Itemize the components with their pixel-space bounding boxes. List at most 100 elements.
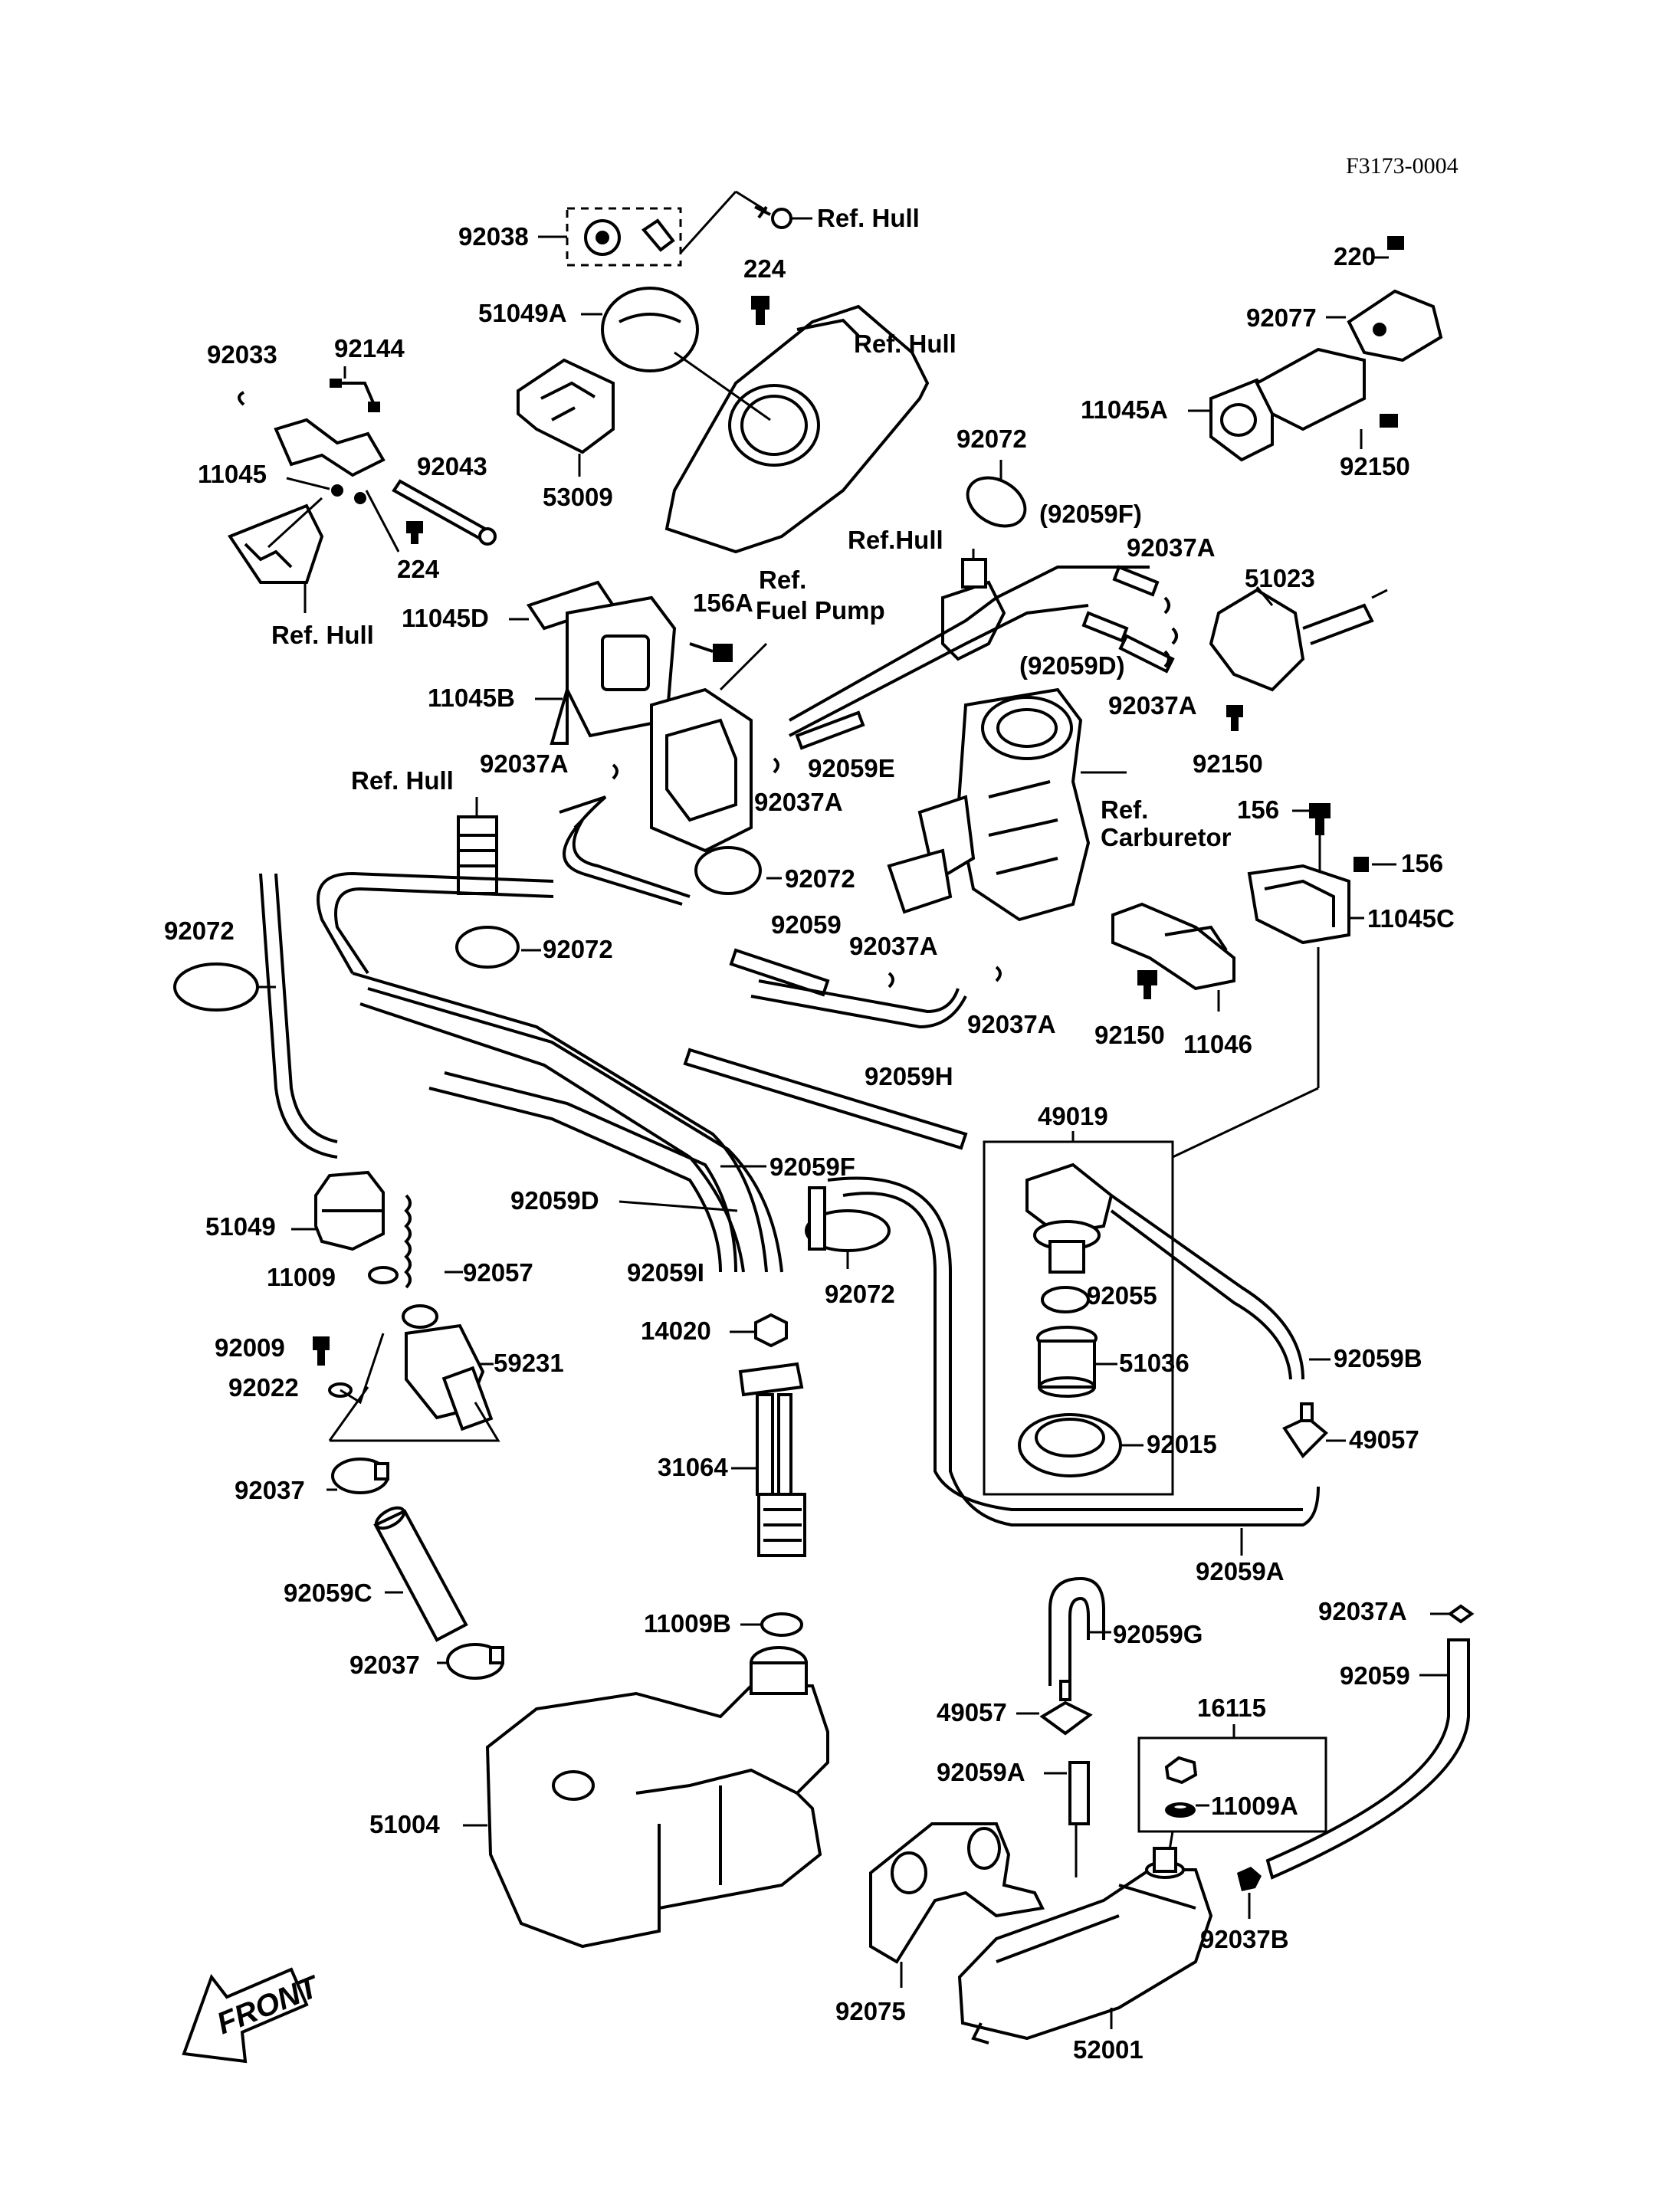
screw-ref-hull-top — [754, 205, 812, 229]
part-51023-pump — [1209, 586, 1388, 692]
label-11045C: 11045C — [1367, 904, 1455, 933]
label-156-a: 156 — [1237, 795, 1279, 824]
clip-92037A-d — [773, 757, 779, 774]
label-92037A-f: 92037A — [967, 1010, 1056, 1038]
hose-92059A-loop — [827, 1176, 1320, 1526]
hose-long-top-1 — [789, 566, 1150, 722]
clamp-92072-e — [805, 1186, 891, 1269]
diagram-code: F3173-0004 — [1346, 153, 1459, 179]
label-92022: 92022 — [228, 1373, 299, 1402]
hose-92059H — [683, 1048, 968, 1150]
label-59231: 59231 — [494, 1349, 564, 1377]
hose-left-vertical — [259, 873, 338, 1159]
label-ref-hull-d: Ref.Hull — [848, 526, 943, 554]
hose-bundle-1 — [352, 972, 768, 1273]
label-92059: 92059 — [771, 910, 842, 939]
rod-92043 — [392, 479, 497, 546]
label-51036: 51036 — [1119, 1349, 1189, 1377]
label-53009: 53009 — [543, 483, 613, 511]
label-51023: 51023 — [1245, 564, 1315, 592]
label-92059I: 92059I — [627, 1258, 704, 1287]
label-49057-b: 49057 — [937, 1698, 1007, 1726]
label-92059D-paren: (92059D) — [1019, 651, 1125, 680]
label-92043: 92043 — [417, 452, 487, 480]
label-224-a: 224 — [743, 254, 786, 283]
clamp-92072-a — [966, 460, 1027, 528]
label-92144: 92144 — [334, 334, 405, 362]
label-92037A-e: 92037A — [849, 932, 938, 960]
hose-92059B — [1110, 1194, 1304, 1380]
oring-11009B — [740, 1612, 803, 1637]
hose-fittings-center-top — [1081, 565, 1178, 674]
part-52001-reservoir — [957, 1847, 1213, 2045]
label-92150-a: 92150 — [1340, 452, 1410, 480]
label-156-b: 156 — [1401, 849, 1443, 877]
label-92072-e: 92072 — [825, 1280, 895, 1308]
label-92037A-d: 92037A — [754, 788, 843, 816]
part-11045-bracket — [227, 418, 400, 613]
label-92038: 92038 — [458, 222, 529, 251]
screw-224-a — [751, 296, 769, 325]
clamp-92072-b — [694, 846, 782, 895]
part-49019-filter-head — [1025, 1162, 1114, 1274]
label-11045D: 11045D — [402, 604, 489, 632]
part-51004-tank — [463, 1646, 829, 1949]
hose-92059C-end — [374, 1506, 406, 1530]
hose-bundle-4 — [428, 1087, 722, 1273]
screw-156A — [689, 642, 733, 662]
label-92037A-g: 92037A — [1318, 1597, 1407, 1625]
box-49019 — [983, 1140, 1174, 1496]
label-11046: 11046 — [1183, 1030, 1252, 1058]
label-92055: 92055 — [1087, 1281, 1157, 1310]
label-92033: 92033 — [207, 340, 277, 369]
screw-92150-c — [1137, 970, 1157, 999]
washer-11009 — [368, 1266, 399, 1284]
part-11046-bracket — [1111, 902, 1235, 1012]
label-92057: 92057 — [463, 1258, 533, 1287]
label-92059B: 92059B — [1334, 1344, 1422, 1372]
clip-92037B — [1237, 1867, 1262, 1919]
label-92059C: 92059C — [284, 1579, 372, 1607]
front-arrow: FRONT — [182, 1967, 325, 2064]
label-92037A-c: 92037A — [480, 749, 569, 778]
screw-92009 — [313, 1336, 330, 1366]
label-92150-b: 92150 — [1193, 749, 1263, 778]
label-49057-a: 49057 — [1349, 1425, 1419, 1454]
screw-156-a — [1292, 803, 1331, 874]
clip-92037A-c — [612, 763, 619, 780]
screw-220 — [1372, 236, 1404, 259]
label-ref-hull-b: Ref. Hull — [854, 330, 956, 358]
label-51004: 51004 — [369, 1810, 440, 1838]
label-ref-hull-top: Ref. Hull — [817, 204, 920, 232]
label-ref-carb-1: Ref. — [1101, 795, 1148, 824]
label-92072-c: 92072 — [543, 935, 613, 963]
label-92059-b: 92059 — [1340, 1661, 1410, 1690]
part-49057-b-valve — [1016, 1680, 1093, 1736]
label-92059F: 92059F — [769, 1153, 855, 1181]
part-11045D-plate — [509, 580, 677, 745]
label-92075: 92075 — [835, 1997, 906, 2025]
label-11045B: 11045B — [428, 684, 515, 712]
label-156A: 156A — [693, 589, 753, 617]
hose-92059-b — [1265, 1638, 1470, 1880]
label-92037B: 92037B — [1200, 1925, 1289, 1953]
part-ref-hull-d-manifold — [941, 549, 1006, 661]
label-11009B: 11009B — [644, 1609, 731, 1638]
hose-92059E — [795, 710, 865, 750]
label-92015: 92015 — [1147, 1430, 1217, 1458]
label-ref-carb-2: Carburetor — [1101, 823, 1232, 851]
part-51049-cap — [291, 1170, 385, 1251]
screw-92150-b — [1226, 705, 1243, 731]
part-ref-hull-e-clip — [457, 797, 498, 895]
part-hull-top-deck — [664, 304, 930, 554]
label-92059F-paren: (92059F) — [1039, 500, 1142, 528]
label-92059A-a: 92059A — [1196, 1557, 1285, 1585]
screw-156-b — [1354, 857, 1396, 872]
label-92037-b: 92037 — [349, 1651, 420, 1679]
label-11045: 11045 — [198, 460, 267, 488]
label-92059A-b: 92059A — [937, 1758, 1025, 1786]
part-59231-filler-neck — [328, 1304, 500, 1442]
label-92037A-b: 92037A — [1108, 691, 1197, 720]
hose-92059G — [1048, 1576, 1105, 1686]
label-92059E: 92059E — [808, 754, 895, 782]
